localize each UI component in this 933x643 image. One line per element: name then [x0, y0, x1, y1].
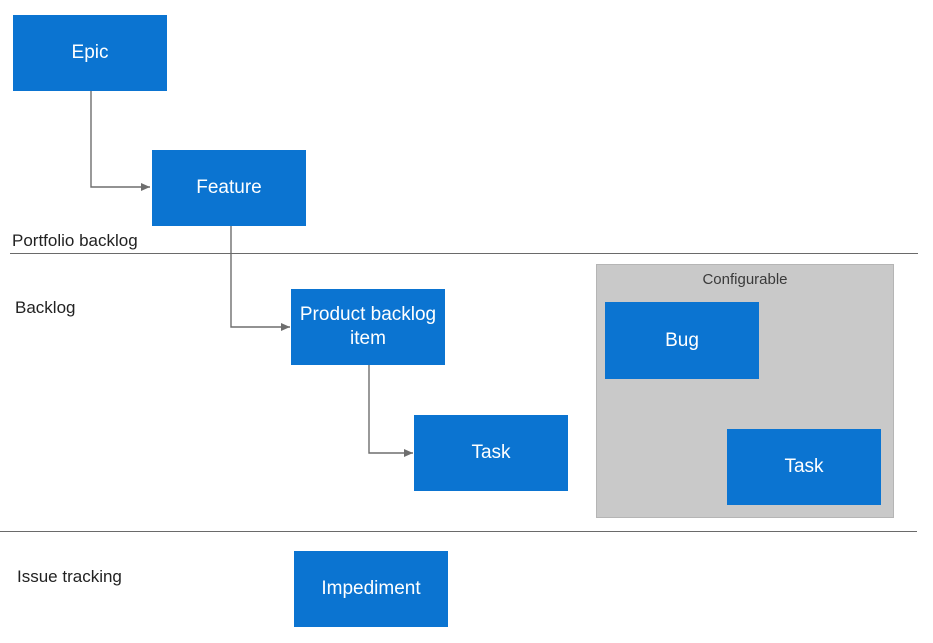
product-backlog-item-label: Product backlog item: [299, 304, 437, 349]
backlog-section-label: Backlog: [15, 298, 76, 317]
portfolio-backlog-section-label: Portfolio backlog: [12, 231, 138, 250]
epic-box: Epic: [13, 15, 167, 91]
backlog-divider: [0, 531, 917, 532]
feature-box: Feature: [152, 150, 306, 226]
connector-feature-to-product-backlog-item: [230, 226, 290, 331]
task-box: Task: [414, 415, 568, 491]
connector-product-backlog-item-to-task: [368, 365, 413, 457]
impediment-label: Impediment: [321, 578, 421, 599]
impediment-box: Impediment: [294, 551, 448, 627]
connector-epic-to-feature: [90, 91, 150, 191]
configurable-task-label: Task: [784, 456, 824, 477]
product-backlog-item-box: Product backlog item: [291, 289, 445, 365]
feature-label: Feature: [196, 177, 262, 198]
epic-label: Epic: [71, 42, 109, 63]
bug-label: Bug: [665, 329, 699, 351]
configurable-task-box: Task: [727, 429, 881, 505]
portfolio-backlog-divider: [10, 253, 918, 254]
task-label: Task: [471, 442, 511, 463]
bug-box: Bug: [605, 302, 759, 379]
configurable-panel-title: Configurable: [702, 271, 788, 288]
issue-tracking-section-label: Issue tracking: [17, 567, 122, 586]
